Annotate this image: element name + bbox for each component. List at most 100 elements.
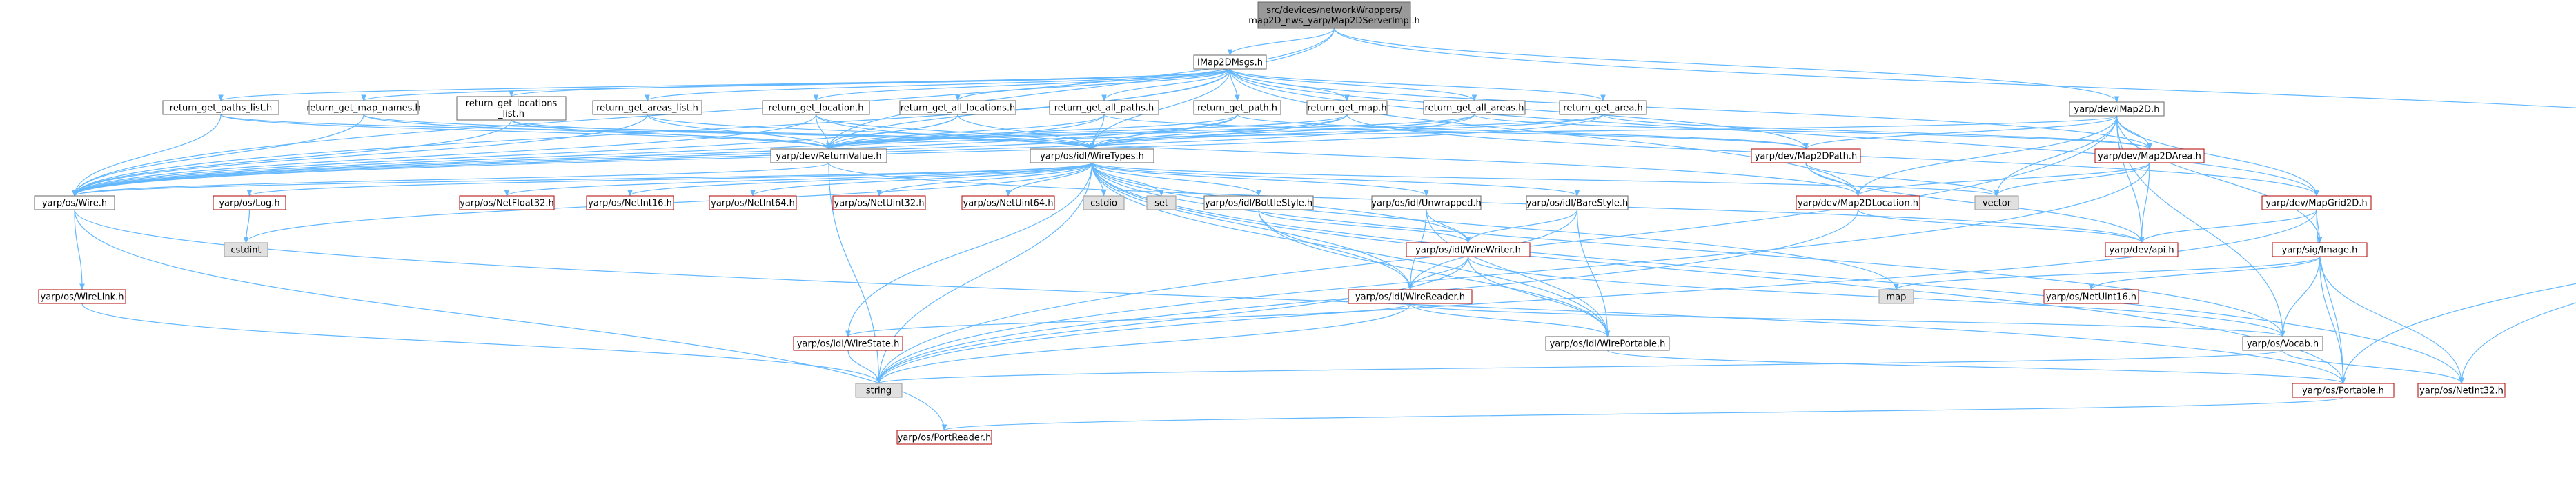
node-rg_all_areas[interactable]: return_get_all_areas.h	[1423, 100, 1526, 115]
node-netuint64[interactable]: yarp/os/NetUint64.h	[961, 195, 1055, 210]
edge-wiretypes-to-netint64	[750, 162, 1093, 197]
node-netint64[interactable]: yarp/os/NetInt64.h	[709, 195, 797, 210]
edge-rg_area-to-returnvalue	[826, 114, 1604, 150]
edge-rg_map_names-to-wire	[72, 114, 364, 197]
edge-root-to-returnvalue	[826, 28, 1335, 150]
edge-rg_area-to-map2darea	[1602, 114, 2152, 150]
node-bottlestyle[interactable]: yarp/os/idl/BottleStyle.h	[1203, 195, 1314, 210]
node-wirestate[interactable]: yarp/os/idl/WireState.h	[793, 336, 903, 351]
edge-rg_paths_list-to-wire	[72, 114, 222, 197]
edge-rg_map-to-returnvalue	[826, 114, 1348, 150]
node-vocab[interactable]: yarp/os/Vocab.h	[2242, 336, 2323, 351]
node-rg_location[interactable]: return_get_location.h	[762, 100, 870, 115]
edge-bottlestyle-to-wirewriter	[1258, 209, 1471, 243]
edge-imap2dmsgs-to-rg_all_locations	[955, 68, 1231, 101]
node-barestyle[interactable]: yarp/os/idl/BareStyle.h	[1526, 195, 1629, 210]
node-box-rg_all_locations	[899, 100, 1016, 115]
node-box-rg_location	[762, 100, 870, 115]
node-root[interactable]: src/devices/networkWrappers/map2D_nws_ya…	[1248, 1, 1420, 29]
node-portable[interactable]: yarp/os/Portable.h	[2292, 383, 2395, 398]
node-box-cstdint	[224, 242, 268, 257]
edge-wirereader-to-string	[876, 303, 1411, 384]
node-map2darea[interactable]: yarp/dev/Map2DArea.h	[2094, 148, 2205, 163]
node-netint16[interactable]: yarp/os/NetInt16.h	[586, 195, 674, 210]
edge-bottlestyle-to-wirereader	[1258, 209, 1413, 290]
node-cstdio: cstdio	[1083, 195, 1125, 210]
node-devapi[interactable]: yarp/dev/api.h	[2105, 242, 2179, 257]
node-mapgrid2d[interactable]: yarp/dev/MapGrid2D.h	[2261, 195, 2372, 210]
edge-wire-to-wirelink	[74, 209, 85, 290]
node-yarpdevimap2d[interactable]: yarp/dev/IMap2D.h	[2069, 101, 2165, 117]
node-box-log	[213, 195, 286, 210]
edge-yarpdevimap2d-to-map2dpath	[1803, 115, 2118, 150]
edge-map2darea-to-vector	[1994, 162, 2150, 197]
edge-vocab-to-string	[876, 350, 2283, 384]
node-string: string	[855, 383, 903, 398]
edge-wiretypes-to-wire	[72, 162, 1093, 197]
edge-layer	[72, 28, 2576, 431]
node-rg_all_locations[interactable]: return_get_all_locations.h	[899, 100, 1016, 115]
node-set: set	[1146, 195, 1177, 210]
edge-rg_all_paths-to-map2dpath	[1103, 114, 1809, 150]
edge-returnvalue-to-wire	[72, 162, 829, 197]
node-box-bottlestyle	[1203, 195, 1314, 210]
node-box-map2darea	[2094, 148, 2205, 163]
edge-root-to-imap2dmsgs	[1227, 28, 1335, 56]
node-wire[interactable]: yarp/os/Wire.h	[34, 195, 115, 210]
node-rg_paths_list[interactable]: return_get_paths_list.h	[162, 100, 279, 115]
node-box-devapi	[2105, 242, 2179, 257]
node-box-map	[1878, 289, 1914, 304]
edge-imap2dmsgs-to-map2darea	[1229, 68, 2152, 150]
edge-yarpdevimap2d-to-vector	[1994, 115, 2118, 197]
edge-wirewriter-to-vocab	[1467, 256, 2285, 337]
node-rg_all_paths[interactable]: return_get_all_paths.h	[1049, 100, 1159, 115]
node-netuint32[interactable]: yarp/os/NetUint32.h	[832, 195, 926, 210]
node-unwrapped[interactable]: yarp/os/idl/Unwrapped.h	[1371, 195, 1482, 210]
node-box-rg_all_paths	[1049, 100, 1159, 115]
node-rg_path[interactable]: return_get_path.h	[1193, 100, 1281, 115]
node-image[interactable]: yarp/sig/Image.h	[2272, 242, 2368, 257]
node-box-cstdio	[1083, 195, 1125, 210]
edge-wiretypes-to-vocab	[1091, 162, 2285, 337]
node-wirelink[interactable]: yarp/os/WireLink.h	[38, 289, 126, 304]
node-box-netint32	[2417, 383, 2506, 398]
node-map2dpath[interactable]: yarp/dev/Map2DPath.h	[1751, 148, 1861, 163]
node-box-rg_map_names	[308, 100, 419, 115]
node-netfloat32[interactable]: yarp/os/NetFloat32.h	[459, 195, 555, 210]
edge-wirewriter-to-string	[876, 256, 1469, 384]
edge-rg_areas_list-to-wire	[72, 114, 648, 197]
node-wirewriter[interactable]: yarp/os/idl/WireWriter.h	[1406, 242, 1531, 257]
node-wireportable[interactable]: yarp/os/idl/WirePortable.h	[1545, 336, 1670, 351]
node-wiretypes[interactable]: yarp/os/idl/WireTypes.h	[1030, 148, 1154, 163]
edge-wiretypes-to-log	[247, 162, 1093, 197]
edge-rg_all_areas-to-map2darea	[1473, 114, 2152, 150]
node-rg_area[interactable]: return_get_area.h	[1559, 100, 1647, 115]
node-rg_locations_list[interactable]: return_get_locations_list.h	[456, 96, 567, 121]
edge-imap2dmsgs-to-rg_path	[1229, 68, 1240, 101]
node-box-rg_paths_list	[162, 100, 279, 115]
node-netuint16[interactable]: yarp/os/NetUint16.h	[2043, 289, 2139, 304]
edge-wiretypes-to-wirestate	[845, 162, 1093, 337]
node-rg_areas_list[interactable]: return_get_areas_list.h	[592, 100, 702, 115]
node-netint32[interactable]: yarp/os/NetInt32.h	[2417, 383, 2506, 398]
edge-rg_all_areas-to-returnvalue	[826, 114, 1475, 150]
node-box-wireportable	[1545, 336, 1670, 351]
edge-map2dpath-to-vector	[1805, 162, 2000, 197]
node-box-wirelink	[38, 289, 126, 304]
node-rg_map_names[interactable]: return_get_map_names.h	[306, 100, 421, 115]
node-map2dlocation[interactable]: yarp/dev/Map2DLocation.h	[1796, 195, 1920, 210]
edge-wirewriter-to-wirereader	[1407, 256, 1469, 290]
node-log[interactable]: yarp/os/Log.h	[213, 195, 286, 210]
edge-wire-to-portable	[74, 209, 2346, 384]
node-rg_map[interactable]: return_get_map.h	[1306, 100, 1388, 115]
edge-returnvalue-to-devapi	[828, 162, 2145, 243]
node-imap2dmsgs[interactable]: IMap2DMsgs.h	[1193, 54, 1267, 70]
node-box-netuint16	[2043, 289, 2139, 304]
node-returnvalue[interactable]: yarp/dev/ReturnValue.h	[770, 148, 887, 163]
edge-wiretypes-to-map	[1091, 162, 1899, 290]
edge-wirereader-to-vocab	[1409, 303, 2285, 337]
node-wirereader[interactable]: yarp/os/idl/WireReader.h	[1348, 289, 1473, 304]
node-portreader[interactable]: yarp/os/PortReader.h	[896, 430, 992, 445]
edge-stamp-to-netint32	[2459, 302, 2576, 384]
edge-image-to-netuint16	[2088, 256, 2321, 290]
